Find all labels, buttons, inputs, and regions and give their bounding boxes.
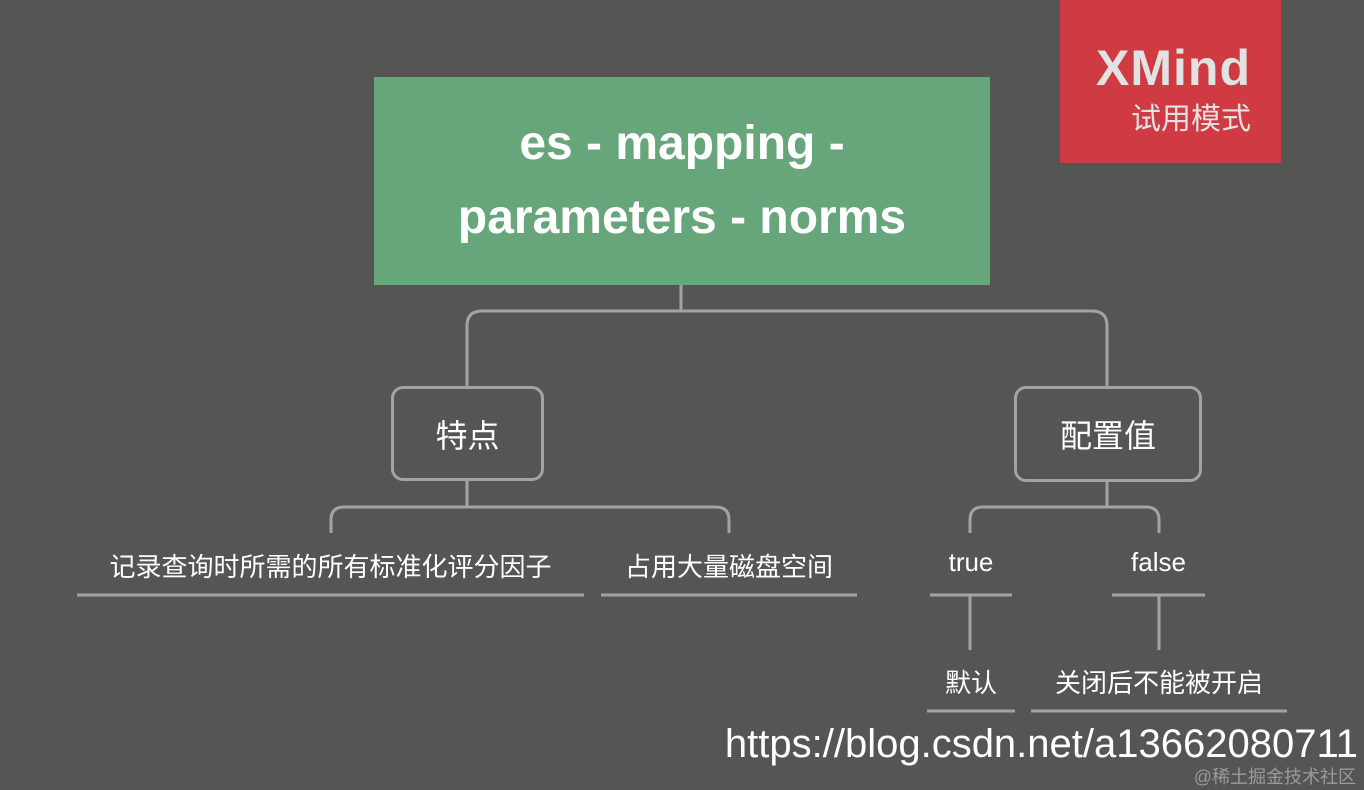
topic-label: 特点	[435, 417, 500, 454]
watermark-source: @稀土掘金技术社区	[1193, 767, 1356, 787]
leaf-false[interactable]: false	[1131, 547, 1186, 577]
topic-label: 配置值	[1059, 418, 1156, 454]
xmind-logo: XMind	[1096, 40, 1251, 96]
config-connector	[968, 481, 1161, 533]
leaf-norms-factors[interactable]: 记录查询时所需的所有标准化评分因子	[109, 552, 552, 582]
value-connectors	[968, 595, 1161, 650]
root-connector	[465, 285, 1109, 386]
topic-features[interactable]: 特点	[391, 386, 544, 481]
xmind-trial-badge: XMind 试用模式	[1060, 0, 1281, 163]
leaf-true[interactable]: true	[948, 547, 994, 577]
root-title-line2: parameters - norms	[457, 191, 907, 244]
features-connector	[329, 481, 731, 533]
leaf-disk-space[interactable]: 占用大量磁盘空间	[624, 552, 833, 582]
topic-config-values[interactable]: 配置值	[1014, 386, 1202, 482]
leaf-default[interactable]: 默认	[944, 668, 997, 698]
watermark-url: https://blog.csdn.net/a13662080711	[724, 722, 1358, 766]
leaf-cannot-reenable[interactable]: 关闭后不能被开启	[1054, 668, 1263, 698]
root-topic[interactable]: es - mapping - parameters - norms	[374, 77, 990, 285]
trial-mode-label: 试用模式	[1131, 103, 1251, 136]
root-title-line1: es - mapping -	[519, 117, 845, 170]
